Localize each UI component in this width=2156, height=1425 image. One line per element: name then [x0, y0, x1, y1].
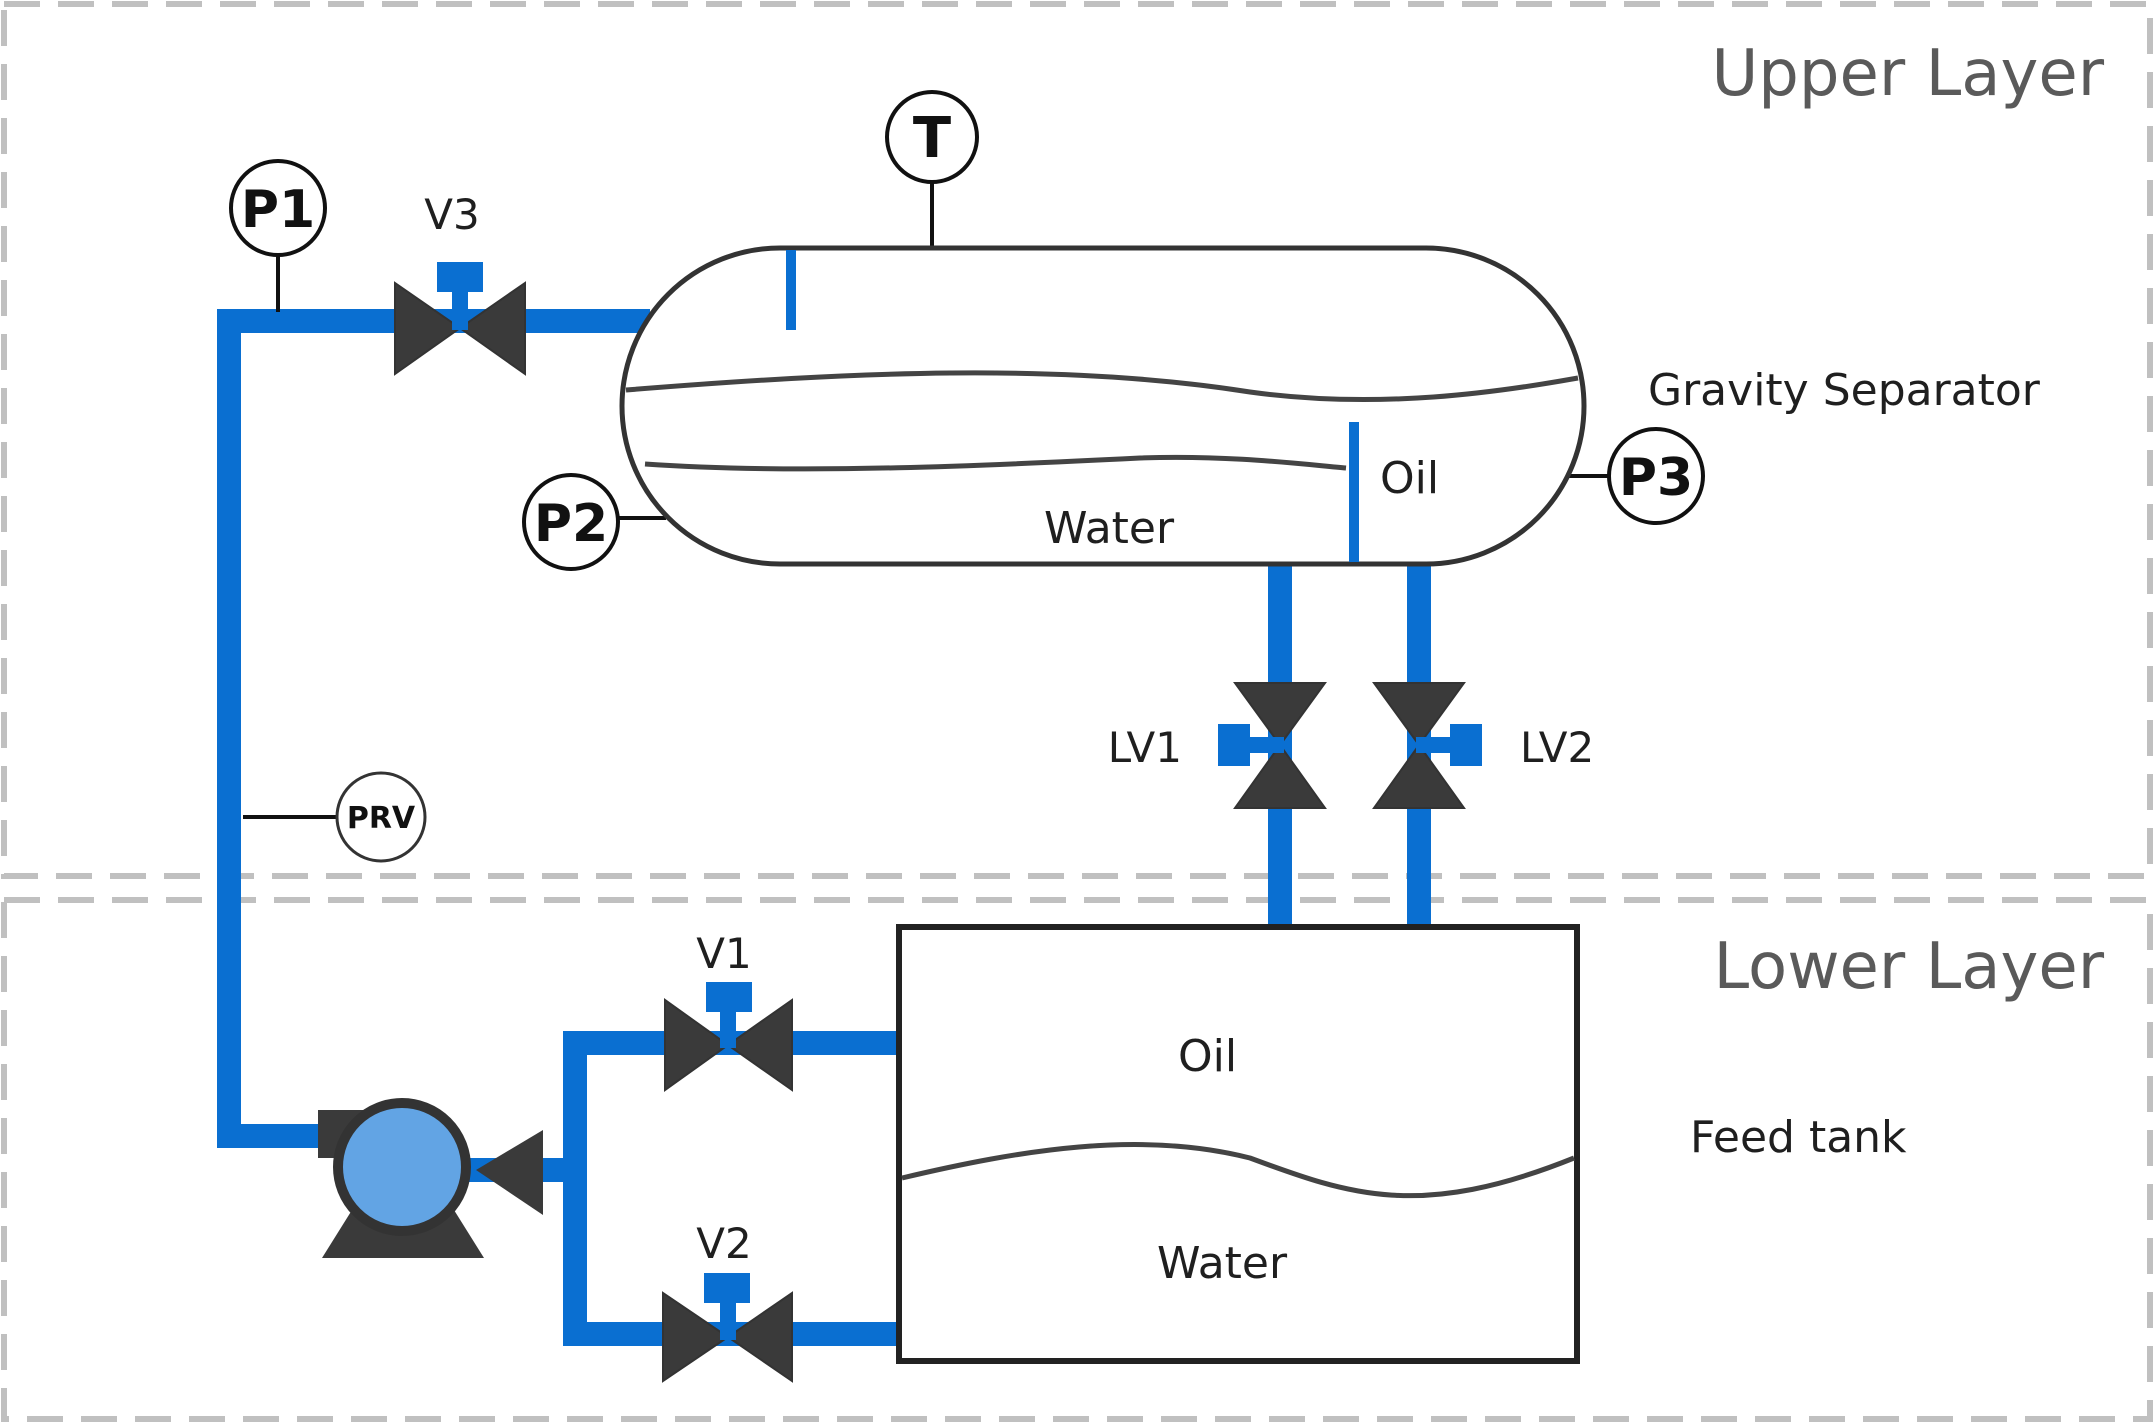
pump-casing — [333, 1098, 471, 1236]
instrument-p3[interactable]: P3 — [1607, 427, 1705, 525]
instrument-t[interactable]: T — [885, 90, 979, 184]
valve-lv2[interactable] — [1372, 682, 1482, 809]
instrument-t-label: T — [913, 106, 951, 171]
tank-oil-label: Oil — [1178, 1031, 1237, 1082]
lower-layer-border — [1, 897, 2153, 1422]
valve-lv2-label: LV2 — [1520, 723, 1594, 772]
valve-v3-label: V3 — [424, 190, 479, 239]
separator-oil-label: Oil — [1380, 453, 1439, 504]
oil-water-interface — [644, 454, 1347, 472]
valve-lv1-label: LV1 — [1108, 723, 1182, 772]
separator-vessel — [619, 245, 1587, 567]
feed-tank-vessel — [896, 924, 1580, 1364]
instrument-p1[interactable]: P1 — [229, 159, 327, 257]
pump[interactable] — [318, 1098, 543, 1258]
tank-interface — [901, 1142, 1575, 1199]
instrument-p1-label: P1 — [241, 180, 315, 240]
instrument-p3-label: P3 — [1619, 448, 1693, 508]
instrument-prv[interactable]: PRV — [335, 771, 427, 863]
valve-v1[interactable] — [664, 982, 793, 1092]
valve-v2[interactable] — [662, 1273, 793, 1383]
instrument-p2-label: P2 — [534, 494, 608, 554]
tank-water-label: Water — [1157, 1238, 1288, 1289]
feed-tank-name-label: Feed tank — [1690, 1112, 1907, 1163]
valve-v3[interactable] — [394, 262, 526, 376]
gravity-separator — [619, 245, 1587, 567]
instrument-prv-label: PRV — [347, 801, 416, 836]
instrument-p2[interactable]: P2 — [522, 473, 620, 571]
riser-pipe — [217, 309, 650, 1148]
separator-water-label: Water — [1044, 503, 1175, 554]
gas-oil-interface — [625, 370, 1579, 403]
separator-name-label: Gravity Separator — [1648, 365, 2041, 416]
upper-layer-label: Upper Layer — [1711, 37, 2104, 111]
valve-v2-label: V2 — [696, 1219, 751, 1268]
lower-layer-label: Lower Layer — [1714, 930, 2105, 1004]
feed-tank — [896, 924, 1580, 1364]
valve-v1-label: V1 — [696, 929, 751, 978]
valve-lv1[interactable] — [1218, 682, 1327, 809]
pump-suction-reducer — [476, 1130, 543, 1215]
